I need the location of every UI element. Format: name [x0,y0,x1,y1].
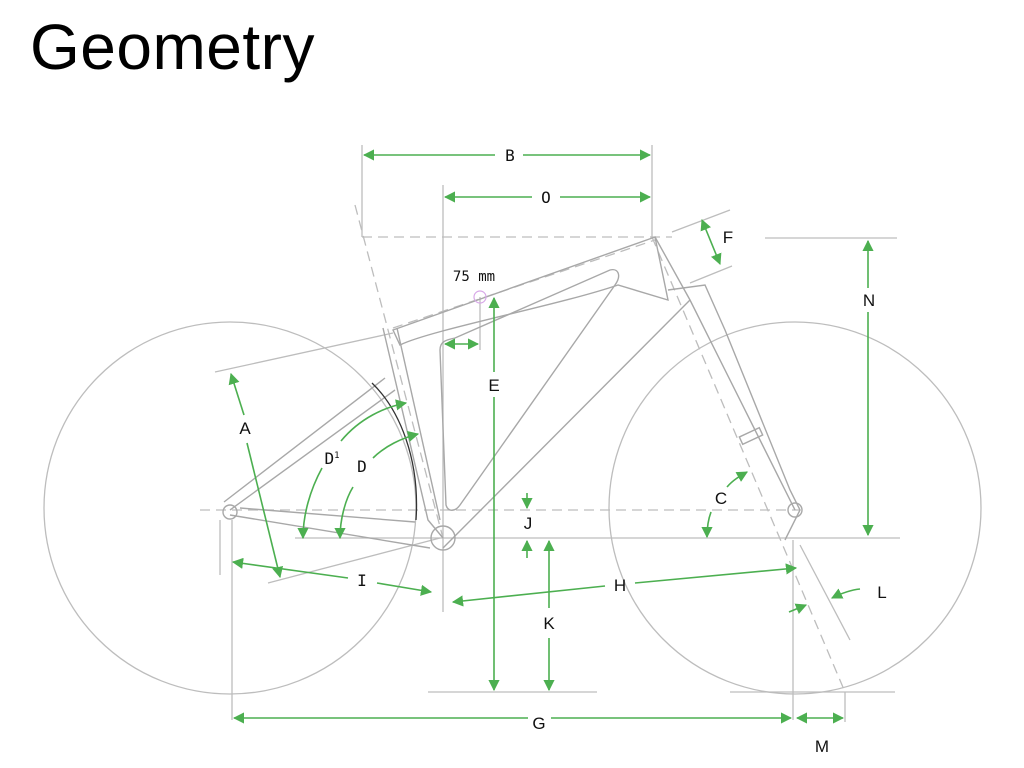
page-title: Geometry [30,11,315,83]
label-d1-letter: D [324,449,334,468]
label-b: B [505,146,515,165]
label-d1-superscript: 1 [334,451,339,461]
front-wheel [608,321,982,695]
label-a: A [239,419,251,438]
label-f: F [723,228,733,247]
label-o: O [541,188,551,207]
label-l: L [877,583,886,602]
reference-lines [200,145,900,722]
label-m: M [815,737,829,756]
label-i: I [357,571,367,590]
label-h: H [614,576,626,595]
rear-wheel [43,321,417,695]
label-d: D [357,457,367,476]
label-e: E [488,376,499,395]
label-n: N [863,291,875,310]
label-d1: D1 [324,449,339,468]
label-k: K [543,614,555,633]
seat-offset-note: 75 mm [453,269,495,285]
label-c: C [715,489,727,508]
label-g: G [532,714,545,733]
bike-frame [222,236,803,551]
dimension-arrows [228,149,874,724]
seat-reference-point [473,290,487,304]
label-j: J [524,514,533,533]
